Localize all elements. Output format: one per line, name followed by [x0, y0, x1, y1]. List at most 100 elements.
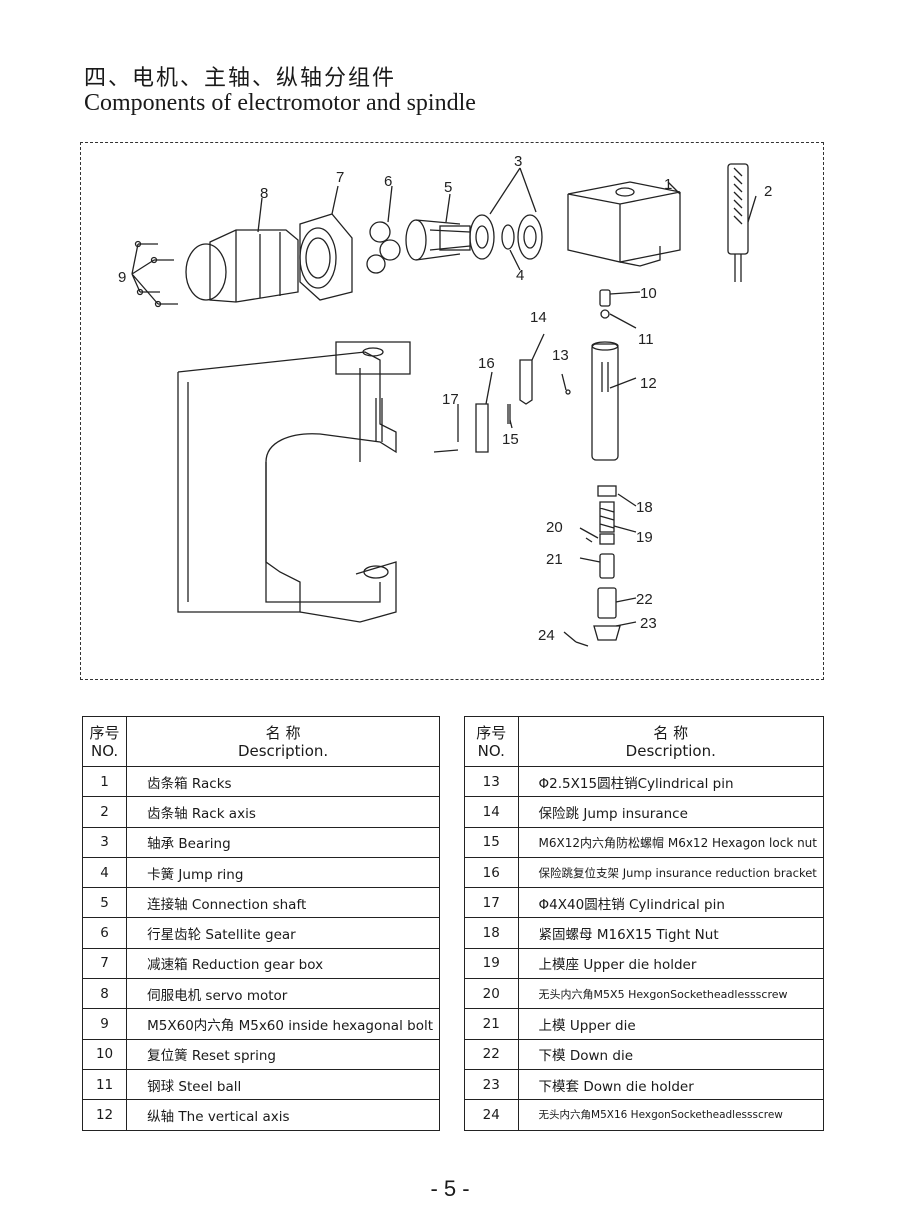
row-no: 11 [81, 1068, 128, 1101]
row-no: 2 [81, 796, 128, 828]
part-vertical-axis-set [591, 289, 619, 461]
callout-3: 3 [514, 153, 522, 170]
row-desc: 卡簧 Jump ring [126, 856, 440, 889]
row-no: 12 [81, 1099, 128, 1131]
row-desc: 行星齿轮 Satellite gear [126, 917, 440, 949]
callout-13: 13 [552, 347, 569, 364]
header-no-en: NO. [477, 741, 505, 760]
row-no: 22 [464, 1038, 519, 1070]
part-rack-axis [727, 163, 749, 282]
part-servo-motor [185, 229, 299, 303]
callout-11: 11 [638, 331, 654, 348]
row-desc: M6X12内六角防松螺帽 M6x12 Hexagon lock nut [517, 826, 825, 858]
part-satellite-gears [366, 221, 401, 274]
row-desc: 复位簧 Reset spring [126, 1038, 440, 1070]
part-reduction-box [299, 213, 353, 301]
row-no: 5 [81, 887, 128, 919]
callout-18: 18 [636, 499, 653, 516]
part-rack-box [567, 181, 681, 267]
page-title-cn: 四、电机、主轴、纵轴分组件 [84, 66, 397, 91]
header-desc-en: Description. [625, 741, 716, 760]
callout-14: 14 [530, 309, 547, 326]
callout-5: 5 [444, 179, 452, 196]
row-no: 4 [81, 856, 128, 889]
callout-17: 17 [442, 391, 459, 408]
row-desc: 无头内六角M5X5 HexgonSocketheadlessscrew [517, 978, 825, 1010]
callout-4: 4 [516, 267, 524, 284]
callout-16: 16 [478, 355, 495, 372]
callout-9: 9 [118, 269, 126, 286]
part-connection-shaft [405, 219, 471, 261]
row-no: 23 [464, 1068, 519, 1101]
row-no: 21 [464, 1008, 519, 1040]
row-desc: 上模座 Upper die holder [517, 947, 825, 980]
row-desc: 钢球 Steel ball [126, 1068, 440, 1101]
row-no: 17 [464, 887, 519, 919]
header-desc-en: Description. [237, 741, 329, 760]
row-desc: Φ2.5X15圆柱销Cylindrical pin [517, 765, 825, 798]
row-desc: 齿条轴 Rack axis [126, 796, 440, 828]
header-desc-cn: 名 称 [265, 723, 301, 742]
row-no: 16 [464, 856, 519, 889]
exploded-parts-diagram: 1 2 3 4 5 6 7 8 9 10 11 12 13 14 15 16 1… [118, 153, 772, 647]
callout-23: 23 [640, 615, 657, 632]
callout-6: 6 [384, 173, 392, 190]
callout-8: 8 [260, 185, 268, 202]
row-no: 15 [464, 826, 519, 858]
row-desc: 伺服电机 servo motor [126, 978, 440, 1010]
callout-24: 24 [538, 627, 555, 644]
header-no-cn: 序号 [89, 723, 120, 742]
row-desc: 紧固螺母 M16X15 Tight Nut [517, 917, 825, 949]
part-die-set [575, 485, 621, 647]
row-desc: 连接轴 Connection shaft [126, 887, 440, 919]
row-desc: 无头内六角M5X16 HexgonSocketheadlessscrew [517, 1099, 825, 1131]
header-desc-cn: 名 称 [653, 723, 689, 742]
row-no: 10 [81, 1038, 128, 1070]
row-no: 18 [464, 917, 519, 949]
row-desc: M5X60内六角 M5x60 inside hexagonal bolt [126, 1008, 440, 1040]
row-desc: 保险跳 Jump insurance [517, 796, 825, 828]
page-title-en: Components of electromotor and spindle [84, 90, 476, 116]
header-desc: 名 称 Description. [517, 716, 825, 767]
callout-22: 22 [636, 591, 653, 608]
callout-2: 2 [764, 183, 772, 200]
callout-1: 1 [664, 176, 672, 193]
table-header-row: 序号 NO. 名 称 Description. [81, 716, 440, 767]
row-desc: 上模 Upper die [517, 1008, 825, 1040]
row-desc: 下模套 Down die holder [517, 1068, 825, 1101]
part-jump-insurance-set [433, 359, 571, 453]
diagram-callouts: 1 2 3 4 5 6 7 8 9 10 11 12 13 14 15 16 1… [118, 153, 772, 644]
row-no: 19 [464, 947, 519, 980]
row-no: 20 [464, 978, 519, 1010]
header-no-cn: 序号 [476, 723, 507, 742]
row-desc: 纵轴 The vertical axis [126, 1099, 440, 1131]
callout-15: 15 [502, 431, 519, 448]
callout-7: 7 [336, 169, 344, 186]
row-desc: 齿条箱 Racks [126, 765, 440, 798]
header-no: 序号 NO. [81, 716, 128, 767]
table-header-row: 序号 NO. 名 称 Description. [464, 716, 825, 767]
header-desc: 名 称 Description. [126, 716, 440, 767]
row-no: 3 [81, 826, 128, 858]
